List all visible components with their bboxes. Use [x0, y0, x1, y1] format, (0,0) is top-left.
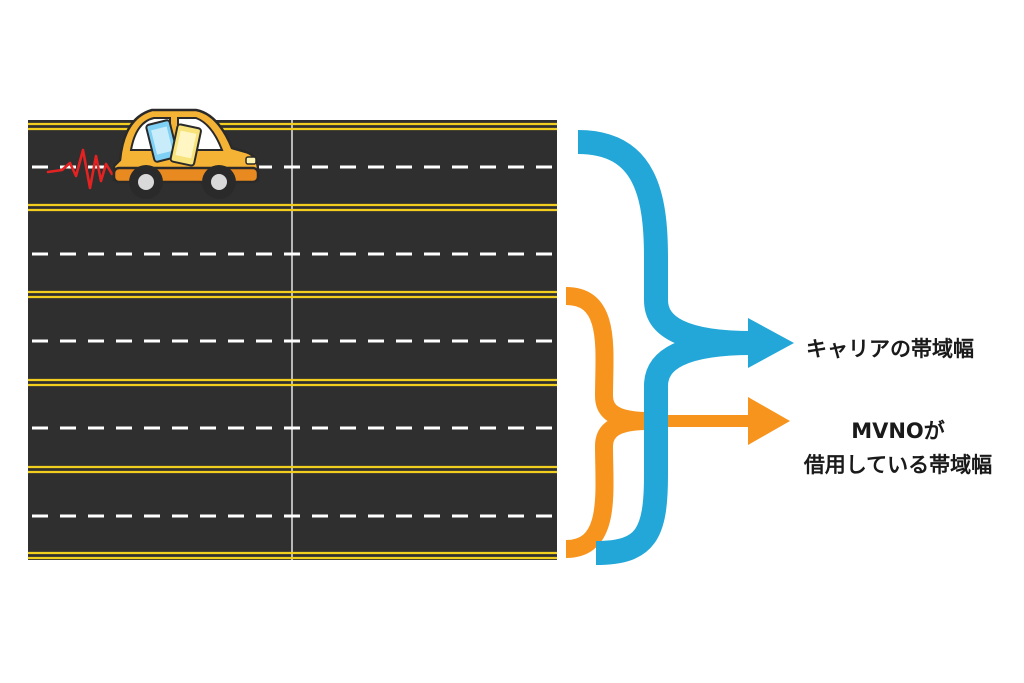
mvno-label-line2: 借用している帯域幅 — [803, 453, 993, 477]
mvno-label-line1: MVNOが — [851, 419, 945, 443]
carrier-bandwidth-bracket — [577, 130, 794, 565]
mvno-arrow-head — [748, 397, 790, 445]
carrier-bandwidth-label: キャリアの帯域幅 — [806, 337, 974, 361]
mvno-brace — [565, 287, 657, 558]
highway — [28, 120, 557, 560]
smartphone-icon — [145, 119, 202, 167]
signal-wave-icon — [46, 148, 122, 190]
carrier-arrow-head — [748, 318, 794, 368]
mvno-bandwidth-label: MVNOが 借用している帯域幅 — [778, 414, 1018, 482]
band-boundaries — [28, 122, 557, 560]
